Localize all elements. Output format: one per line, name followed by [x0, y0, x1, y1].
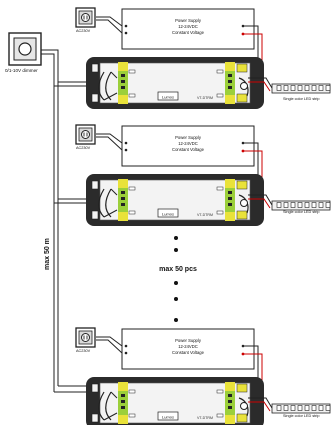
psu-voltage: 12-24VDC [178, 24, 198, 29]
max-length-label: max 50 m [44, 238, 51, 270]
psu-voltage: 12-24VDC [178, 344, 198, 349]
max-count-label: max 50 pcs [159, 266, 197, 273]
driver-unit [85, 173, 331, 227]
driver-brand: Lumos [162, 95, 174, 100]
driver-brand: Lumos [162, 415, 174, 420]
led-strip-label: Single color LED strip [283, 414, 320, 418]
psu-type: Constant Voltage [172, 30, 205, 35]
led-strip-label: Single color LED strip [283, 210, 320, 214]
driver-model: VT-DTRM [197, 96, 213, 100]
psu-title: Power Supply [175, 135, 202, 140]
ac-label: AC230V [76, 349, 91, 353]
rotary-knob-icon [18, 42, 32, 56]
driver-unit [85, 56, 331, 110]
dimmer [8, 32, 42, 66]
led-strip-label: Single color LED strip [283, 97, 320, 101]
ac-label: AC230V [76, 29, 91, 33]
psu-title: Power Supply [175, 18, 202, 23]
psu-voltage: 12-24VDC [178, 141, 198, 146]
ellipsis-dots [174, 236, 178, 322]
psu-type: Constant Voltage [172, 350, 205, 355]
driver-model: VT-DTRM [197, 416, 213, 420]
psu-title: Power Supply [175, 338, 202, 343]
driver-model: VT-DTRM [197, 213, 213, 217]
driver-brand: Lumos [162, 212, 174, 217]
psu-type: Constant Voltage [172, 147, 205, 152]
ac-label: AC230V [76, 146, 91, 150]
dimmer-label: 0/1-10V dimmer [5, 68, 38, 73]
